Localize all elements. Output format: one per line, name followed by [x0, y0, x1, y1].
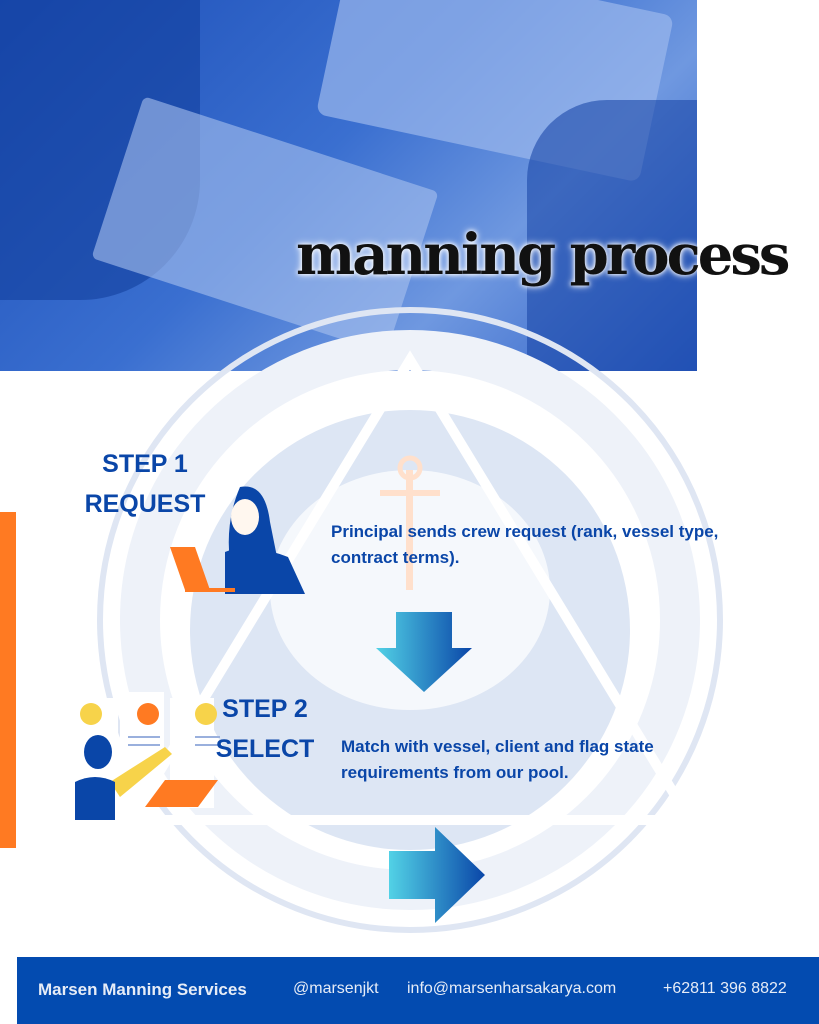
step-2-heading: STEP 2 SELECT [210, 689, 320, 769]
step-2-number: STEP 2 [222, 695, 308, 723]
step-1-name: REQUEST [84, 490, 206, 518]
footer-social[interactable]: @marsenjkt [293, 980, 379, 997]
arrow-right-icon [389, 827, 485, 923]
step-1-description: Principal sends crew request (rank, vess… [331, 522, 719, 567]
footer-phone[interactable]: +62811 396 8822 [663, 980, 787, 997]
step-2-name: SELECT [215, 735, 315, 763]
footer-bar: Marsen Manning Services @marsenjkt info@… [17, 957, 819, 1024]
step-1-number: STEP 1 [102, 450, 188, 478]
candidate-selection-illustration [74, 692, 220, 820]
page-title: manning process [296, 222, 790, 288]
step-1-heading: STEP 1 REQUEST [80, 444, 210, 524]
footer-company: Marsen Manning Services [38, 980, 247, 999]
accent-bar [0, 512, 16, 848]
woman-laptop-illustration [170, 486, 305, 594]
arrow-down-icon [376, 612, 472, 692]
hero-sleeve-right [527, 100, 697, 371]
hero-image [0, 0, 697, 371]
anchor-icon [380, 455, 440, 590]
footer-email[interactable]: info@marsenharsakarya.com [407, 980, 617, 997]
step-2-description: Match with vessel, client and flag state… [341, 737, 654, 782]
